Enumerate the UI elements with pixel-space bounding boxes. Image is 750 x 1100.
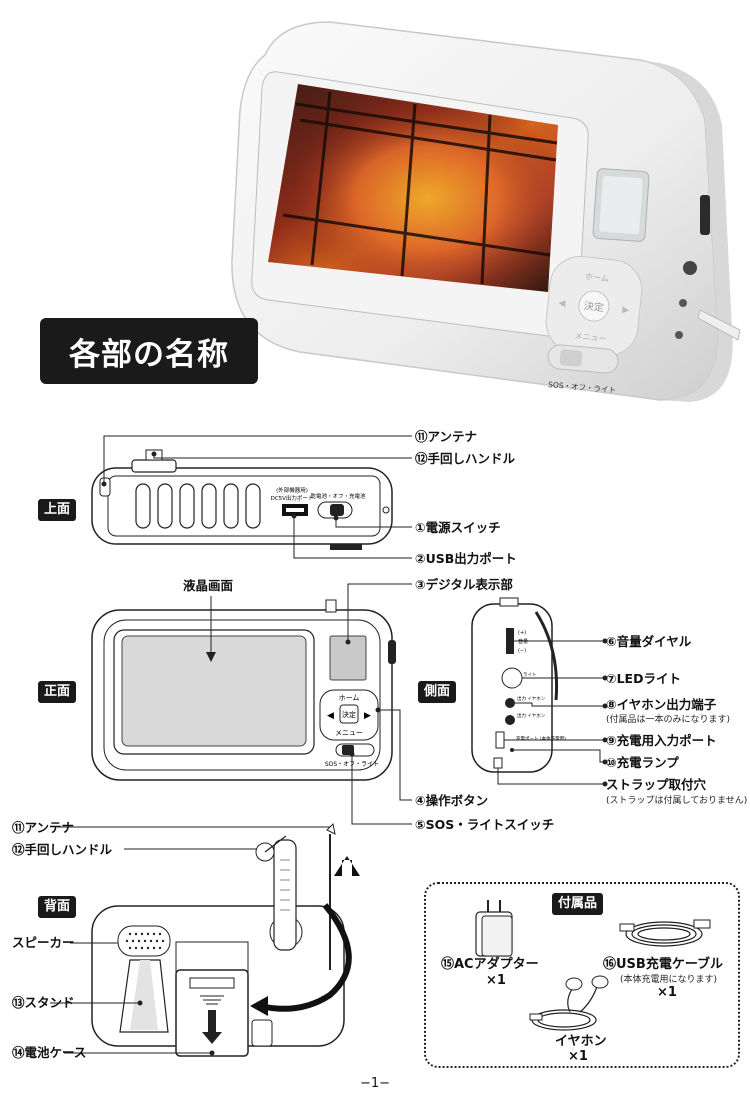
note-usb-cable: (本体充電用になります)	[620, 975, 718, 985]
top-view-diagram: (外部機器用) DC5V出力ポート 乾電池・オフ・充電池	[91, 435, 412, 559]
label-stand: ⑬スタンド	[12, 995, 75, 1010]
label-earphone-jack: ⑧イヤホン出力端子	[606, 697, 717, 712]
side-out2-label: 出力 イヤホン	[517, 712, 546, 719]
label-charge-lamp: ⑩充電ランプ	[606, 755, 679, 770]
front-menu-label: メニュー	[335, 729, 363, 737]
label-earphone: イヤホン	[555, 1034, 607, 1049]
label-antenna-top: ⑪アンテナ	[415, 429, 478, 444]
tag-side-view: 側面	[418, 681, 457, 703]
top-usb-sub-label: (外部機器用)	[276, 486, 308, 494]
accessories-illustrations	[475, 900, 711, 1031]
label-antenna-back: ⑪アンテナ	[12, 820, 75, 835]
front-right-arrow: ▶	[364, 711, 371, 721]
side-out1-label: 出力 イヤホン	[517, 695, 546, 702]
photo-ok-label: 決定	[583, 299, 604, 314]
photo-home-label: ホーム	[585, 272, 610, 283]
front-ok-label: 決定	[342, 710, 356, 719]
back-view-diagram	[50, 822, 360, 1057]
label-lcd-screen: 液晶画面	[183, 578, 234, 593]
label-digital-display: ③デジタル表示部	[415, 577, 513, 592]
label-charging-port: ⑨充電用入力ポート	[606, 733, 717, 748]
note-strap-hole: (ストラップは付属しておりません)	[606, 796, 748, 806]
label-power-switch: ①電源スイッチ	[415, 520, 501, 535]
section-heading: 各部の名称	[40, 318, 258, 384]
page-number: −1−	[359, 1076, 391, 1091]
qty-ac-adapter: ×1	[486, 973, 506, 988]
side-vol-plus: (+)	[518, 630, 526, 636]
tag-top-view: 上面	[38, 499, 77, 521]
tag-back-view: 背面	[38, 896, 77, 918]
label-ac-adapter: ⑮ACアダプター	[441, 957, 539, 972]
front-view-diagram: 決定 ホーム メニュー ◀ ▶ SOS・オフ・ライト	[91, 583, 412, 825]
front-left-arrow: ◀	[327, 711, 334, 721]
label-strap-hole: ストラップ取付穴	[606, 777, 707, 792]
label-volume-dial: ⑥音量ダイヤル	[606, 634, 692, 649]
label-control-buttons: ④操作ボタン	[415, 793, 489, 808]
side-charge-label: 充電ポート (本体充電用)	[516, 735, 566, 742]
tag-front-view: 正面	[38, 681, 77, 703]
label-sos-light-switch: ⑤SOS・ライトスイッチ	[415, 817, 555, 832]
front-home-label: ホーム	[339, 694, 360, 702]
side-vol-minus: (−)	[518, 648, 526, 654]
accessories-title: 付属品	[552, 893, 604, 915]
side-light-label: ライト	[523, 672, 537, 678]
product-photo: 決定 ホーム メニュー ◀ ▶ SOS・オフ・ライト	[231, 21, 741, 402]
label-battery-case: ⑭電池ケース	[12, 1045, 87, 1060]
photo-menu-label: メニュー	[574, 331, 607, 343]
qty-usb-cable: ×1	[657, 985, 677, 1000]
label-usb-output: ②USB出力ポート	[415, 551, 517, 566]
label-hand-crank-back: ⑫手回しハンドル	[12, 842, 113, 857]
side-view-diagram: (+) 音量 (−) ライト 出力 イヤホン 出力 イヤホン 充電ポート (本体…	[471, 597, 608, 787]
label-usb-cable: ⑯USB充電ケーブル	[603, 957, 724, 972]
label-hand-crank-top: ⑫手回しハンドル	[415, 451, 516, 466]
qty-earphone: ×1	[568, 1049, 588, 1064]
accessories-box	[424, 882, 740, 1068]
label-led-light: ⑦LEDライト	[606, 671, 681, 686]
svg-text:◀: ◀	[558, 298, 566, 309]
svg-text:▶: ▶	[622, 305, 630, 316]
label-speaker: スピーカー	[12, 935, 75, 950]
note-earphone-jack: (付属品は一本のみになります)	[606, 715, 731, 725]
top-switch-label: 乾電池・オフ・充電池	[310, 492, 366, 500]
top-usb-label: DC5V出力ポート	[271, 494, 314, 502]
